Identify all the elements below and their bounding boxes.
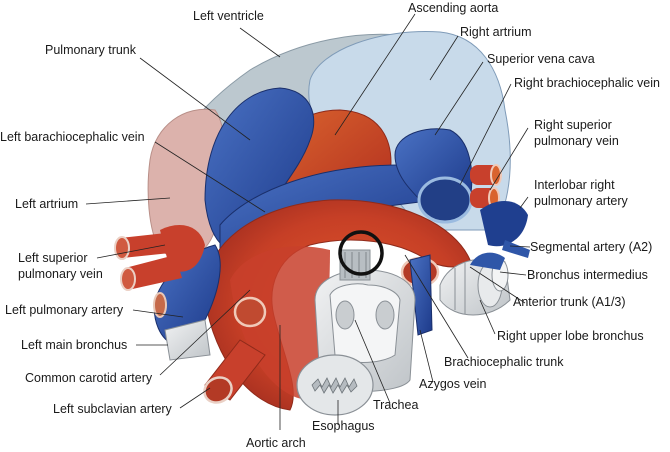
label-left-main-bronchus: Left main bronchus <box>21 338 127 352</box>
label-superior-vena-cava: Superior vena cava <box>487 52 595 66</box>
label-right-upper-lobe-bronchus: Right upper lobe bronchus <box>497 329 644 343</box>
aortic-arch-body <box>230 246 330 400</box>
left-subclavian-artery-opening <box>203 376 233 404</box>
label-left-brachiocephalic-vein: Left barachiocephalic vein <box>0 130 145 144</box>
label-segmental-artery: Segmental artery (A2) <box>530 240 652 254</box>
label-pulmonary-trunk: Pulmonary trunk <box>45 43 137 57</box>
label-left-atrium: Left artrium <box>15 197 78 211</box>
azygos-vein-shape <box>409 254 433 336</box>
label-azygos-vein: Azygos vein <box>419 377 486 391</box>
label-left-superior-pulmonary-vein-line1: Left superior <box>18 251 87 265</box>
label-right-superior-pulmonary-vein-line1: Right superior <box>534 118 612 132</box>
label-left-subclavian-artery: Left subclavian artery <box>53 402 173 416</box>
label-brachiocephalic-trunk: Brachiocephalic trunk <box>444 355 564 369</box>
label-ascending-aorta: Ascending aorta <box>408 1 498 15</box>
label-anterior-trunk: Anterior trunk (A1/3) <box>513 295 626 309</box>
right-pulmonary-vessels <box>470 164 530 258</box>
common-carotid-artery-opening <box>233 296 267 328</box>
label-right-atrium: Right artrium <box>460 25 532 39</box>
label-bronchus-intermedius: Bronchus intermedius <box>527 268 648 282</box>
right-brachiocephalic-vein-opening <box>417 176 473 224</box>
label-right-superior-pulmonary-vein-line2: pulmonary vein <box>534 134 619 148</box>
label-right-brachiocephalic-vein: Right brachiocephalic vein <box>514 76 660 90</box>
label-common-carotid-artery: Common carotid artery <box>25 371 153 385</box>
label-interlobar-right-pulmonary-artery-line2: pulmonary artery <box>534 194 629 208</box>
highlight-circle <box>338 230 384 276</box>
left-main-bronchus-shape <box>164 319 211 361</box>
leader-lines <box>85 13 531 430</box>
labels: Left ventricle Ascending aorta Right art… <box>0 1 660 450</box>
left-pulmonary-artery-opening <box>153 292 167 318</box>
label-trachea: Trachea <box>373 398 418 412</box>
right-bronchi <box>439 252 511 316</box>
label-esophagus: Esophagus <box>312 419 375 433</box>
label-left-ventricle: Left ventricle <box>193 9 264 23</box>
label-aortic-arch: Aortic arch <box>246 436 306 450</box>
esophagus-shape <box>296 354 374 416</box>
label-left-pulmonary-artery: Left pulmonary artery <box>5 303 124 317</box>
label-interlobar-right-pulmonary-artery-line1: Interlobar right <box>534 178 615 192</box>
label-left-superior-pulmonary-vein-line2: pulmonary vein <box>18 267 103 281</box>
left-superior-pulmonary-veins <box>114 225 205 291</box>
